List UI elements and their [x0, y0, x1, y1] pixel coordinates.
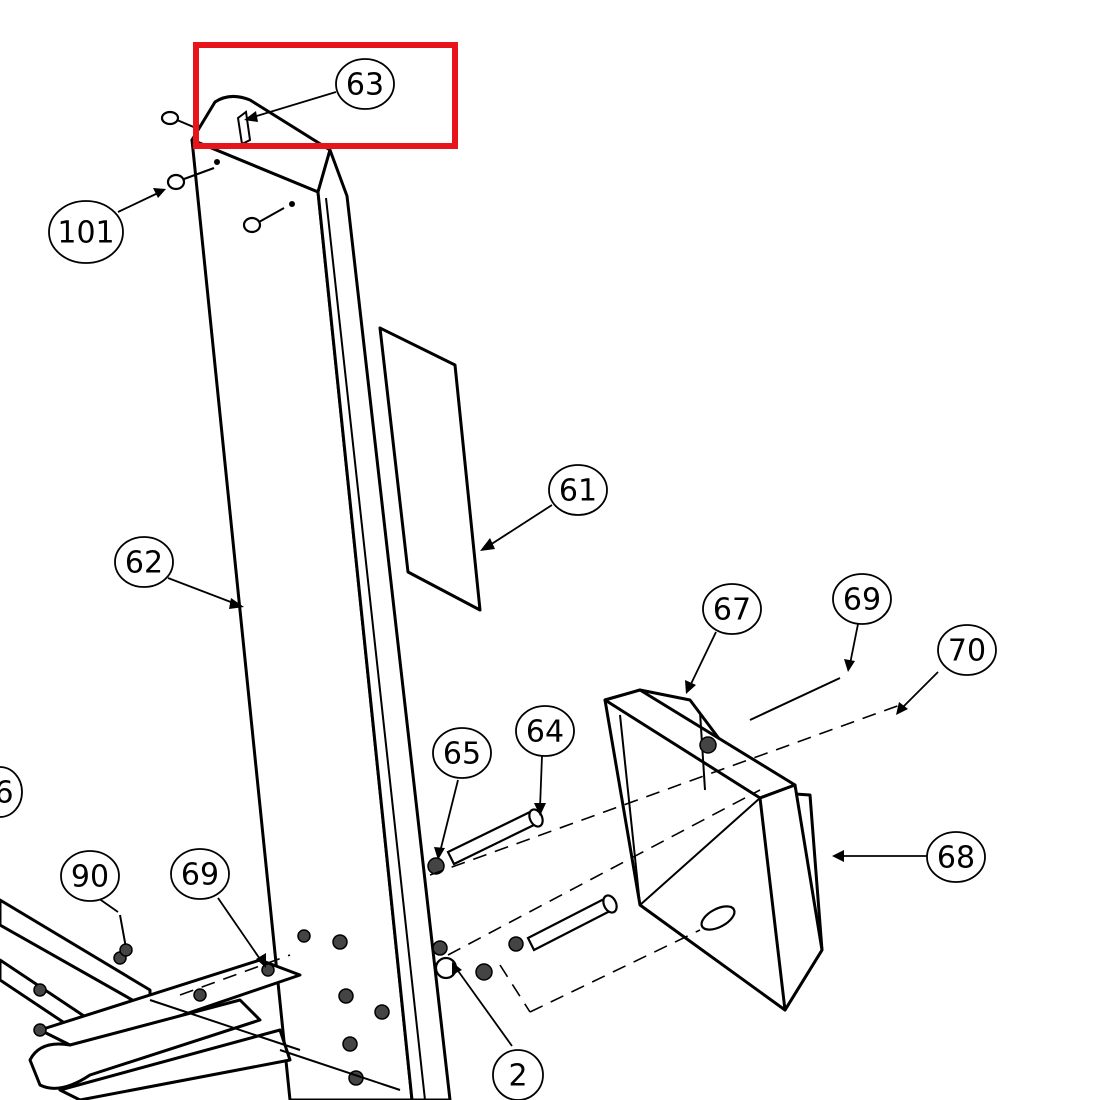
- callout-balloon: [926, 831, 986, 883]
- callout-balloon: [832, 573, 892, 625]
- callout-67: 67: [702, 583, 762, 635]
- post-holes: [297, 929, 390, 1086]
- callout-number: 2: [508, 1059, 527, 1094]
- callout-61: 61: [548, 464, 608, 516]
- nut-65-lower: [432, 936, 524, 981]
- callout-balloons: 63 101 61 62 67 69 70 65 64 68 90 69 2 6: [0, 58, 997, 1100]
- callout-balloon: [60, 850, 120, 902]
- callout-balloon: [48, 200, 124, 264]
- callout-balloon: [0, 766, 23, 818]
- bolt-64-upper: [446, 808, 544, 866]
- bolt-64-lower: [526, 894, 618, 952]
- callout-number: 69: [843, 583, 881, 618]
- base-frame: [0, 898, 401, 1100]
- callout-number: 101: [57, 216, 114, 251]
- callout-101: 101: [48, 200, 124, 264]
- callout-number: 63: [346, 68, 384, 103]
- callout-number: 6: [0, 776, 14, 811]
- callout-69b: 69: [170, 848, 230, 900]
- callout-balloon: [335, 58, 395, 110]
- callout-64: 64: [515, 705, 575, 757]
- highlight-box-63: [193, 42, 458, 149]
- screw-101: [166, 159, 220, 191]
- screw-upper-face: [242, 201, 295, 234]
- nut-65-upper: [427, 857, 445, 875]
- assembly-center-lines: [179, 677, 901, 1013]
- top-cap-bolt: [160, 110, 197, 129]
- callout-number: 62: [125, 546, 163, 581]
- callout-6: 6: [0, 766, 23, 818]
- callout-number: 61: [559, 474, 597, 509]
- callout-68: 68: [926, 831, 986, 883]
- callout-number: 65: [443, 737, 481, 772]
- callout-70: 70: [937, 624, 997, 676]
- callout-number: 67: [713, 593, 751, 628]
- callout-62: 62: [114, 536, 174, 588]
- upright-post: [190, 95, 452, 1100]
- callout-number: 64: [526, 715, 564, 750]
- callout-balloon: [515, 705, 575, 757]
- callout-number: 90: [71, 860, 109, 895]
- callout-balloon: [548, 464, 608, 516]
- label-plate: [378, 326, 482, 612]
- fastener-90: [119, 914, 133, 957]
- bracket-side-flange: [758, 783, 824, 1012]
- callout-balloon: [492, 1049, 544, 1100]
- callout-balloon: [702, 583, 762, 635]
- callout-leaders: [97, 91, 939, 1047]
- callout-2: 2: [492, 1049, 544, 1100]
- post-side-face: [316, 148, 452, 1100]
- callout-balloon: [937, 624, 997, 676]
- callout-number: 70: [948, 634, 986, 669]
- mount-bracket: [603, 688, 824, 1012]
- callout-number: 68: [937, 841, 975, 876]
- callout-63: 63: [335, 58, 395, 110]
- callout-number: 69: [181, 858, 219, 893]
- callout-balloon: [114, 536, 174, 588]
- callout-balloon: [432, 727, 492, 779]
- callout-balloon: [170, 848, 230, 900]
- callout-90: 90: [60, 850, 120, 902]
- callout-65: 65: [432, 727, 492, 779]
- post-front-face: [190, 138, 414, 1100]
- callout-69a: 69: [832, 573, 892, 625]
